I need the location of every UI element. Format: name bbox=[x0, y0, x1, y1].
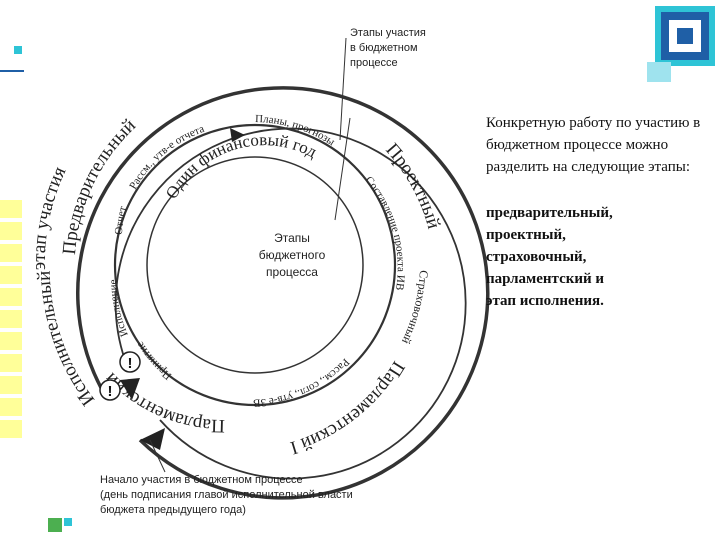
label-parlamentsky-2: Парламентский 2 bbox=[0, 0, 225, 436]
center-note-line-3: процесса bbox=[266, 265, 318, 279]
label-parlamentsky-1: Парламентский I bbox=[288, 357, 409, 458]
bottom-note: Начало участия в бюджетном процессе (ден… bbox=[100, 474, 353, 516]
label-rassm-sogl: Рассм., согл., утв-е ЗВ bbox=[253, 356, 352, 409]
label-sostavlenie: Составление проекта ИВ bbox=[363, 174, 407, 291]
arrow-bottom bbox=[140, 428, 165, 450]
warning-markers: ! ! bbox=[99, 351, 141, 401]
top-note-line-1: Этапы участия bbox=[350, 27, 426, 39]
bottom-left-square-2 bbox=[64, 518, 72, 526]
arrows bbox=[120, 37, 351, 473]
center-note: Этапы бюджетного процесса bbox=[259, 231, 326, 279]
label-ispolnitelny: Исполнительный bbox=[34, 270, 99, 409]
warning-glyph-1: ! bbox=[128, 355, 133, 372]
top-left-line bbox=[0, 70, 24, 72]
core-ring bbox=[146, 156, 364, 374]
arrow-inner bbox=[230, 128, 245, 142]
rings bbox=[75, 86, 490, 500]
stage-item: предварительный, bbox=[486, 205, 613, 221]
outer-ring bbox=[75, 86, 490, 500]
label-etap-uchastiya: этап участия bbox=[29, 163, 71, 270]
top-note: Этапы участия в бюджетном процессе bbox=[350, 27, 426, 69]
stage-item: этап исполнения. bbox=[486, 293, 604, 309]
stage-list: предварительный, проектный, страховочный… bbox=[486, 202, 706, 312]
label-otchet: Отчет bbox=[113, 205, 129, 235]
warning-icon-2 bbox=[99, 379, 121, 401]
stage-item: страховочный, bbox=[486, 249, 587, 265]
middle-ring bbox=[114, 127, 467, 480]
stage-item: парламентский и bbox=[486, 271, 605, 287]
center-note-line-1: Этапы bbox=[274, 231, 310, 245]
warning-glyph-2: ! bbox=[108, 383, 113, 400]
side-intro: Конкретную работу по участию в бюджетном… bbox=[486, 115, 701, 175]
bottom-note-line-2: (день подписания главой исполнительной в… bbox=[100, 489, 353, 501]
bottom-left-square bbox=[48, 518, 62, 532]
bottom-note-line-1: Начало участия в бюджетном процессе bbox=[100, 474, 303, 486]
arrow-left-lower bbox=[120, 378, 140, 400]
top-note-line-2: в бюджетном bbox=[350, 42, 418, 54]
side-panel: Конкретную работу по участию в бюджетном… bbox=[486, 112, 706, 312]
top-left-square bbox=[14, 46, 22, 54]
center-note-line-2: бюджетного bbox=[259, 248, 326, 262]
inner-ring bbox=[113, 123, 397, 407]
label-ispolnenie: Исполнение bbox=[107, 279, 130, 338]
logo-icon bbox=[647, 6, 715, 82]
stage-item: проектный, bbox=[486, 227, 566, 243]
warning-icon-1 bbox=[119, 351, 141, 373]
top-note-line-3: процессе bbox=[350, 57, 398, 69]
left-deco-strip bbox=[0, 200, 22, 440]
bottom-note-line-3: бюджета предыдущего года) bbox=[100, 504, 246, 516]
